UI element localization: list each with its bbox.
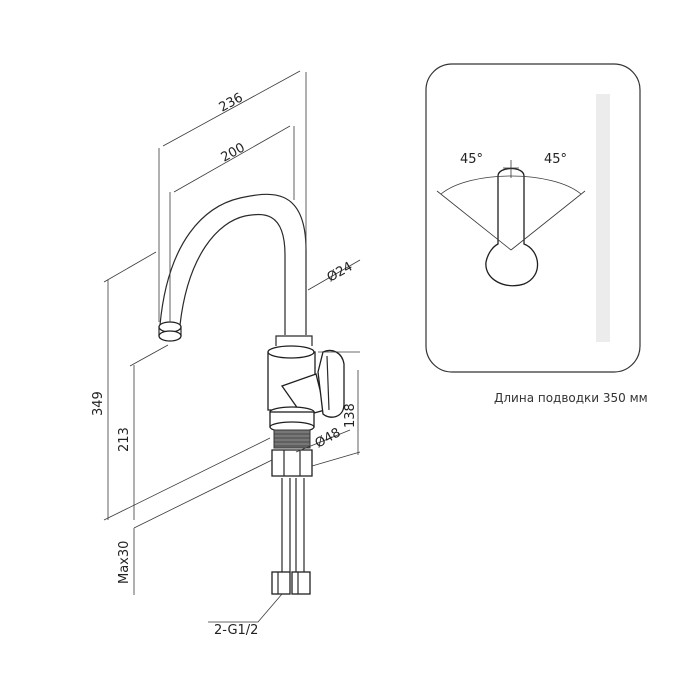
dim-200: 200 xyxy=(219,140,248,165)
angle-right-label: 45° xyxy=(544,152,567,167)
dim-diameter-48: Ø48 xyxy=(313,425,344,451)
angle-left-label: 45° xyxy=(460,152,483,167)
dimension-lines xyxy=(103,70,361,623)
top-view-labels: 45° 45° Длина подводки 350 мм xyxy=(460,152,648,405)
dim-213: 213 xyxy=(117,427,132,452)
top-view-panel xyxy=(425,63,641,373)
dim-349: 349 xyxy=(91,391,106,416)
dim-connection: 2-G1/2 xyxy=(214,623,258,638)
dimension-labels: 236 200 Ø24 349 213 138 Ø48 Max30 2-G1/2 xyxy=(91,90,358,638)
supply-length-caption: Длина подводки 350 мм xyxy=(494,391,648,405)
dim-138: 138 xyxy=(343,403,358,428)
faucet-side-view xyxy=(158,193,345,595)
dim-236: 236 xyxy=(217,90,246,115)
dim-max30: Max30 xyxy=(117,541,132,584)
dim-diameter-24: Ø24 xyxy=(325,259,356,285)
